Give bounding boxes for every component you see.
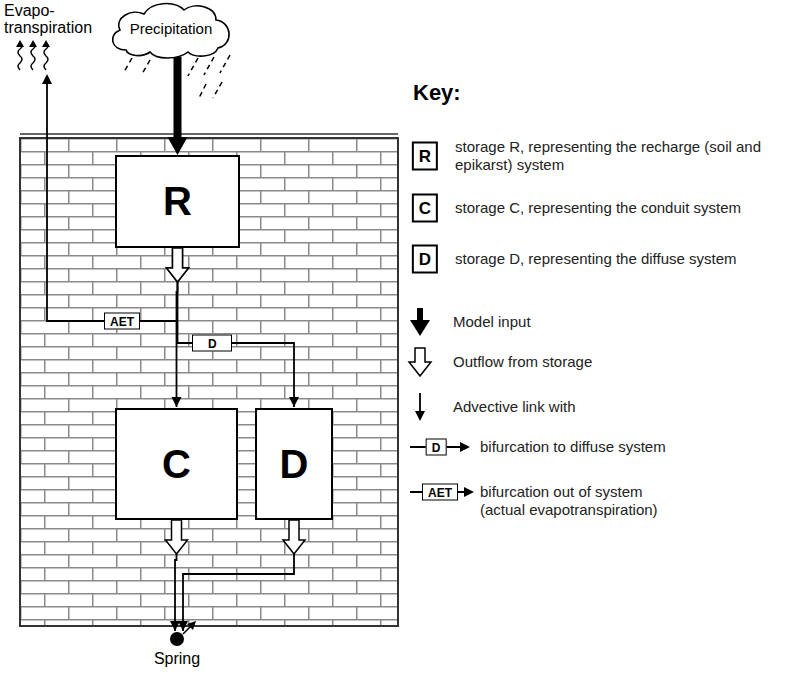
limestone-block [20, 138, 398, 626]
legend-text: Advective link with [453, 398, 753, 416]
key-storage-box: C [412, 194, 438, 223]
evapotranspiration-heads [16, 40, 50, 47]
key-bifurcation-box: AET [422, 484, 458, 501]
storage-box: R [115, 155, 240, 248]
bifurcation-box: AET [104, 313, 140, 330]
advective-link [175, 554, 177, 631]
storage-box: D [255, 408, 333, 520]
outflow-sample [409, 348, 431, 376]
bifurcation-box: D [192, 335, 232, 352]
legend-text: Model input [453, 313, 753, 331]
arrowhead [170, 621, 180, 631]
legend-text: bifurcation out of system (actual evapot… [480, 483, 690, 519]
outflow-arrow [283, 520, 305, 554]
legend-text: storage C, representing the conduit syst… [455, 199, 777, 217]
arrowhead [178, 621, 188, 631]
spring-point: Spring [170, 632, 184, 646]
precipitation-label: Precipitation [106, 20, 236, 38]
connector [168, 57, 188, 155]
storage-letter: D [280, 442, 309, 487]
outflow-arrow [167, 248, 189, 282]
ground-surface [20, 133, 398, 135]
legend-text: Outflow from storage [453, 353, 753, 371]
model-input-arrow [168, 57, 188, 155]
precipitation-cloud: Precipitation [106, 0, 236, 62]
outflow-arrow [166, 520, 188, 554]
arrowhead [289, 397, 299, 407]
advective-link [183, 554, 294, 631]
key-storage-box: D [412, 245, 438, 274]
outflow-arrow [167, 248, 189, 282]
key-title: Key: [413, 80, 461, 106]
aet-arrowhead [42, 74, 52, 84]
key-bifurcation-box: D [426, 439, 447, 456]
connector [166, 520, 188, 631]
bifurcation-sample-head [460, 442, 470, 452]
storage-letter: R [163, 179, 192, 224]
legend-text: bifurcation to diffuse system [480, 438, 775, 456]
storage-box: C [115, 408, 238, 520]
connector [178, 520, 305, 631]
model-input-sample [410, 308, 430, 336]
legend-text: storage D, representing the diffuse syst… [455, 250, 777, 268]
advective-sample-head [415, 411, 425, 421]
key-storage-box: R [412, 142, 438, 171]
connector [167, 248, 300, 407]
spring-label: Spring [154, 650, 200, 668]
evapotranspiration-label: Evapo- transpiration [4, 2, 114, 36]
arrowhead [172, 397, 182, 407]
evapotranspiration-waves [18, 43, 48, 70]
advective-sample [419, 393, 421, 412]
advective-link [178, 282, 295, 407]
storage-letter: C [162, 442, 191, 487]
legend-text: storage R, representing the recharge (so… [455, 138, 777, 174]
aet-sample-head [464, 487, 474, 497]
